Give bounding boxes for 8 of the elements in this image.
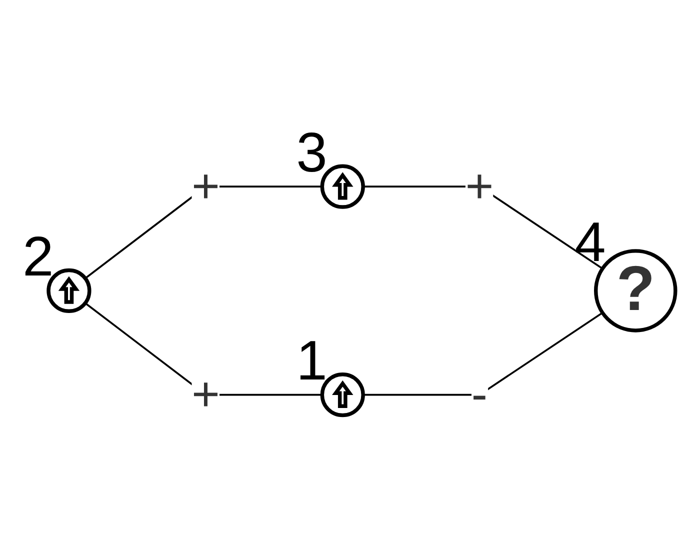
connector bbox=[363, 312, 604, 396]
node-number: 1 bbox=[296, 330, 328, 392]
edge-label: + bbox=[192, 158, 220, 214]
edge-label: + bbox=[465, 158, 494, 214]
node-number: 2 bbox=[22, 225, 54, 288]
node-number: 3 bbox=[296, 121, 328, 184]
edge-label: - bbox=[471, 366, 488, 422]
edge-label: + bbox=[192, 366, 220, 422]
